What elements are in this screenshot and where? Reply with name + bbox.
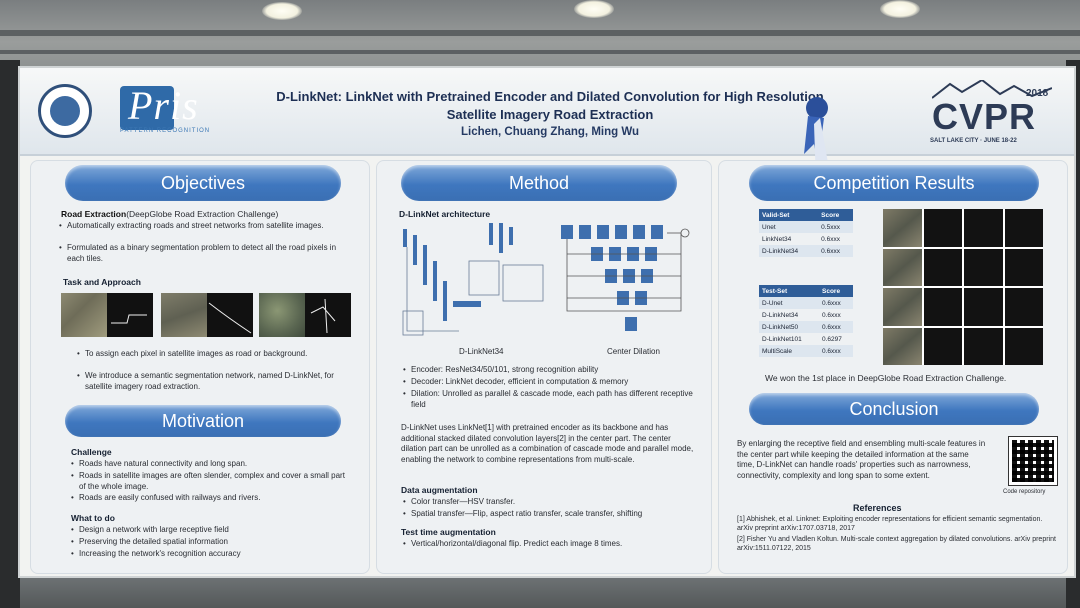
- method-column: Method D-LinkNet architecture: [376, 160, 712, 574]
- ceiling-beam: [0, 30, 1080, 36]
- conclusion-heading: Conclusion: [749, 393, 1039, 425]
- ceiling-light: [574, 0, 614, 18]
- challenge-bullet: Roads in satellite images are often slen…: [71, 471, 349, 492]
- ceiling-beam: [0, 50, 1080, 54]
- road-mask-image: [207, 293, 253, 337]
- method-bullet: Decoder: LinkNet decoder, efficient in c…: [403, 377, 701, 388]
- reference-item: [2] Fisher Yu and Vladlen Koltun. Multi-…: [737, 536, 1056, 552]
- qr-code-icon: [1008, 436, 1058, 486]
- ceiling-light: [262, 2, 302, 20]
- pris-lab-logo: Pris PATTERN RECOGNITION: [120, 83, 211, 134]
- task-bullet: We introduce a semantic segmentation net…: [77, 371, 355, 392]
- road-extraction-line: Road Extraction(DeepGlobe Road Extractio…: [61, 209, 279, 219]
- tta-bullet: Vertical/horizontal/diagonal flip. Predi…: [403, 539, 701, 550]
- todo-bullet: Preserving the detailed spatial informat…: [71, 537, 349, 548]
- satellite-image: [161, 293, 207, 337]
- results-conclusion-column: Competition Results Valid-Set Score Unet…: [718, 160, 1068, 574]
- road-mask-image: [107, 293, 153, 337]
- poster-authors: Lichen, Chuang Zhang, Ming Wu: [460, 126, 640, 138]
- university-seal-logo: [38, 84, 92, 138]
- result-image-grid: [883, 209, 1043, 365]
- challenge-bullet: Roads have natural connectivity and long…: [71, 459, 349, 470]
- objective-bullet: Formulated as a binary segmentation prob…: [59, 243, 337, 264]
- challenge-heading: Challenge: [71, 447, 112, 457]
- caption-center-dilation: Center Dilation: [607, 347, 660, 356]
- caption-d-linknet34: D-LinkNet34: [459, 347, 504, 356]
- qr-caption: Code repository: [1003, 489, 1046, 495]
- motivation-heading: Motivation: [65, 405, 341, 437]
- ceiling-light: [880, 0, 920, 18]
- augmentation-bullet: Spatial transfer—Flip, aspect ratio tran…: [403, 509, 701, 520]
- augmentation-bullet: Color transfer—HSV transfer.: [403, 497, 701, 508]
- challenge-bullet: Roads are easily confused with railways …: [71, 493, 349, 504]
- method-bullet: Encoder: ResNet34/50/101, strong recogni…: [403, 365, 701, 376]
- reference-item: [1] Abhishek, et al. Linknet: Exploiting…: [737, 516, 1043, 532]
- floor: [0, 575, 1080, 608]
- table-header-row: Valid-Set Score: [759, 209, 853, 221]
- references-heading: References: [853, 503, 902, 513]
- road-mask-image: [305, 293, 351, 337]
- objectives-heading: Objectives: [65, 165, 341, 201]
- title-block: D-LinkNet: LinkNet with Pretrained Encod…: [270, 88, 830, 138]
- cvpr-logo: CVPR 2018 SALT LAKE CITY · JUNE 18-22: [926, 74, 1056, 150]
- stand-pole: [0, 60, 20, 608]
- what-to-do-heading: What to do: [71, 513, 115, 523]
- table-header-row: Test-Set Score: [759, 285, 853, 297]
- poster-title: D-LinkNet: LinkNet with Pretrained Encod…: [276, 89, 824, 122]
- todo-bullet: Design a network with large receptive fi…: [71, 525, 349, 536]
- objectives-motivation-column: Objectives Road Extraction(DeepGlobe Roa…: [30, 160, 370, 574]
- method-heading: Method: [401, 165, 677, 201]
- win-statement: We won the 1st place in DeepGlobe Road E…: [765, 373, 1007, 383]
- objective-bullet: Automatically extracting roads and stree…: [59, 221, 337, 232]
- conclusion-text: By enlarging the receptive field and ens…: [737, 439, 986, 480]
- data-augmentation-heading: Data augmentation: [401, 485, 478, 495]
- task-approach-heading: Task and Approach: [63, 277, 141, 287]
- poster-header: Pris PATTERN RECOGNITION D-LinkNet: Link…: [20, 68, 1074, 182]
- method-paragraph: D-LinkNet uses LinkNet[1] with pretraine…: [401, 423, 694, 464]
- satellite-image: [61, 293, 107, 337]
- test-time-augmentation-heading: Test time augmentation: [401, 527, 496, 537]
- d-linknet34-diagram: [402, 223, 544, 336]
- ceiling: [0, 0, 1080, 70]
- architecture-heading: D-LinkNet architecture: [399, 209, 491, 219]
- research-poster: Pris PATTERN RECOGNITION D-LinkNet: Link…: [18, 66, 1076, 578]
- task-bullet: To assign each pixel in satellite images…: [77, 349, 355, 360]
- satellite-image: [259, 293, 305, 337]
- todo-bullet: Increasing the network's recognition acc…: [71, 549, 349, 560]
- center-dilation-diagram: [561, 225, 690, 331]
- method-bullet: Dilation: Unrolled as parallel & cascade…: [403, 389, 701, 410]
- results-heading: Competition Results: [749, 165, 1039, 201]
- example-images: [61, 293, 351, 339]
